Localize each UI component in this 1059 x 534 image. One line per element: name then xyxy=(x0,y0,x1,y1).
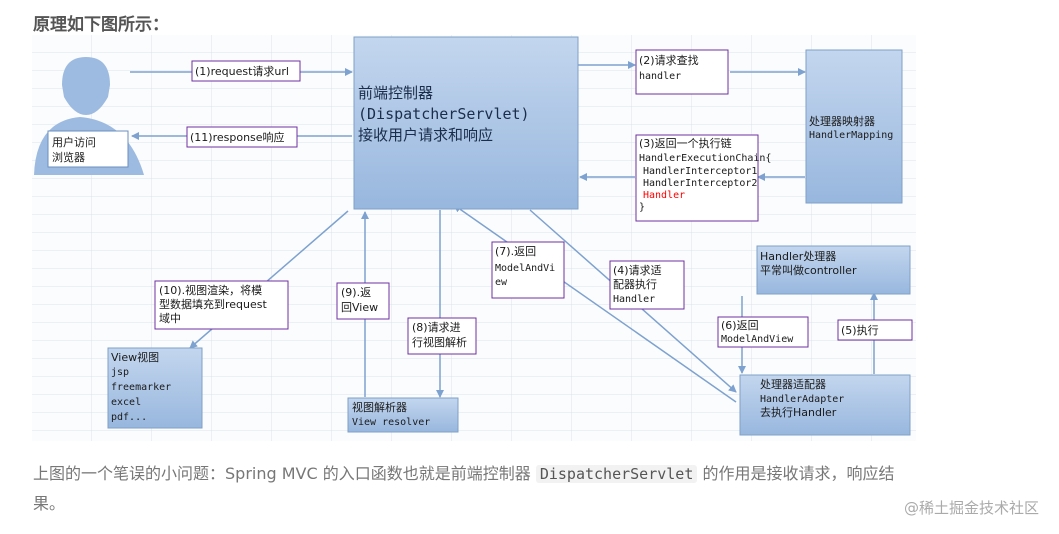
view-box-label-2: jsp xyxy=(111,367,129,378)
view-resolver-label-1: 视图解析器 xyxy=(352,400,407,414)
request-label: (1)request请求url xyxy=(195,65,289,78)
resolve-view-label-2: 行视图解析 xyxy=(412,335,467,349)
return-chain-label-3: HandlerInterceptor1 xyxy=(643,166,757,177)
return-mav2-label-1: (7).返回 xyxy=(495,245,536,258)
user-browser-icon: 用户访问 浏览器 xyxy=(34,57,144,175)
return-chain-label-4: HandlerInterceptor2 xyxy=(643,178,757,189)
adapter-exec-label-1: (4)请求适 xyxy=(613,264,662,277)
return-chain-label-2: HandlerExecutionChain{ xyxy=(639,153,771,164)
render-view-label-2: 型数据填充到request xyxy=(159,297,268,311)
return-view-box xyxy=(336,282,390,320)
adapter-exec-label-3: Handler xyxy=(613,294,655,305)
springmvc-flow-diagram: 用户访问 浏览器 前端控制器 (DispatcherServlet) 接收用户请… xyxy=(32,35,916,441)
render-view-label-3: 域中 xyxy=(159,312,181,325)
view-box-label-4: excel xyxy=(111,397,141,408)
return-mav-box xyxy=(717,316,809,348)
return-chain-label-6: } xyxy=(639,202,645,213)
user-label-2: 浏览器 xyxy=(52,150,85,164)
exec-label-box xyxy=(837,319,913,341)
handler-mapping-label-2: HandlerMapping xyxy=(809,130,893,141)
return-chain-label-5: Handler xyxy=(643,190,685,201)
handler-processor-label-2: 平常叫做controller xyxy=(760,263,857,277)
dispatcher-label-2: (DispatcherServlet) xyxy=(358,105,530,123)
site-watermark: @稀土掘金技术社区 xyxy=(903,499,1039,517)
handler-adapter-box xyxy=(739,374,911,436)
handler-adapter-label-1: 处理器适配器 xyxy=(760,378,826,391)
view-box-label-5: pdf... xyxy=(111,412,147,423)
return-view-label-1: (9).返 xyxy=(341,286,371,299)
return-mav2-label-3: ew xyxy=(495,277,508,288)
response-label: (11)response响应 xyxy=(190,130,285,144)
dispatcher-servlet-box xyxy=(353,36,579,210)
view-box xyxy=(107,347,203,429)
find-handler-box xyxy=(635,49,729,95)
render-view-box xyxy=(154,280,289,330)
find-handler-label-1: (2)请求查找 xyxy=(639,53,699,67)
caption-code: DispatcherServlet xyxy=(535,465,698,483)
view-box-label-1: View视图 xyxy=(111,350,159,364)
view-resolver-box xyxy=(347,397,459,433)
handler-mapping-label-1: 处理器映射器 xyxy=(809,114,875,128)
return-chain-box xyxy=(635,134,759,222)
handler-adapter-label-2: HandlerAdapter xyxy=(760,394,844,405)
adapter-exec-box xyxy=(609,260,685,310)
page-heading: 原理如下图所示： xyxy=(33,15,169,35)
caption: 上图的一个笔误的小问题：Spring MVC 的入口函数也就是前端控制器 Dis… xyxy=(33,459,923,519)
return-view-label-2: 回View xyxy=(341,301,378,314)
exec-label: (5)执行 xyxy=(841,323,879,337)
resolve-view-box xyxy=(407,317,477,355)
view-box-label-3: freemarker xyxy=(111,382,171,393)
dispatcher-label-3: 接收用户请求和响应 xyxy=(358,126,493,144)
request-label-box xyxy=(191,60,301,82)
dispatcher-label-1: 前端控制器 xyxy=(358,84,433,102)
response-label-box xyxy=(186,126,298,148)
render-view-label-1: (10).视图渲染，将模 xyxy=(159,283,262,297)
find-handler-label-2: handler xyxy=(639,71,681,82)
handler-processor-label-1: Handler处理器 xyxy=(760,250,836,263)
resolve-view-label-1: (8)请求进 xyxy=(412,321,461,334)
return-chain-label-1: (3)返回一个执行链 xyxy=(639,136,732,150)
return-mav2-box xyxy=(491,241,565,299)
return-mav2-label-2: ModelAndVi xyxy=(495,263,555,274)
arrow-return-mav2 xyxy=(453,204,737,403)
handler-adapter-label-3: 去执行Handler xyxy=(760,405,837,419)
handler-processor-box xyxy=(756,245,911,295)
adapter-exec-label-2: 配器执行 xyxy=(613,277,657,291)
return-mav-label-1: (6)返回 xyxy=(721,319,759,332)
handler-mapping-box xyxy=(805,49,903,204)
caption-text-before: 上图的一个笔误的小问题：Spring MVC 的入口函数也就是前端控制器 xyxy=(33,464,531,483)
user-label-1: 用户访问 xyxy=(52,135,96,149)
view-resolver-label-2: View resolver xyxy=(352,417,430,428)
return-mav-label-2: ModelAndView xyxy=(721,334,794,345)
caption-text-after: 的作用是接收请求，响应结果。 xyxy=(33,464,895,513)
